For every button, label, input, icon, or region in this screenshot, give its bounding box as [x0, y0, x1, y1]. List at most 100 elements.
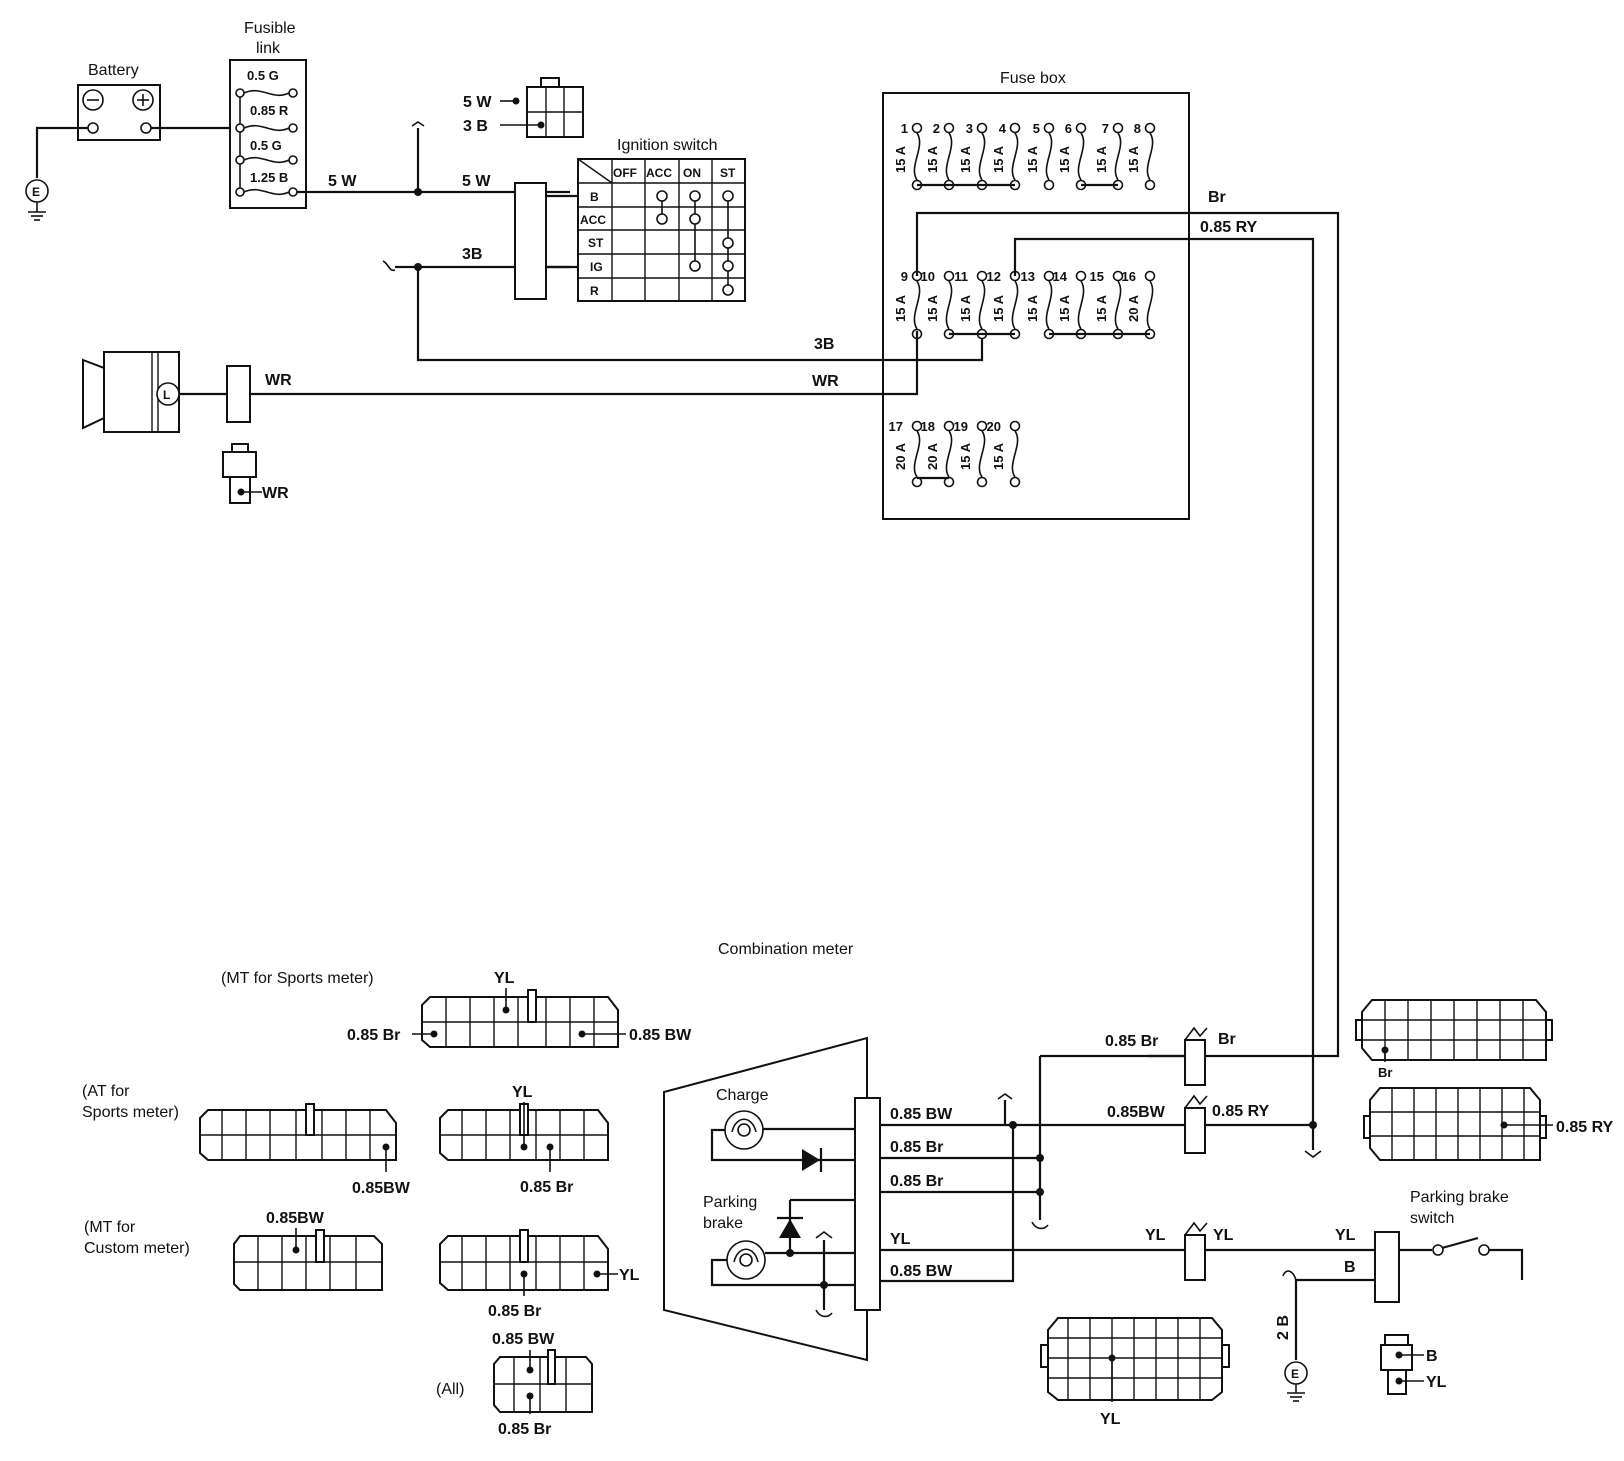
- fuse-number-5: 5: [1033, 121, 1040, 136]
- parking-brake-switch-label: Parking brake: [1410, 1189, 1509, 1206]
- inline-yl-right: YL: [1213, 1227, 1234, 1244]
- fuse-amp-10: 15 A: [925, 294, 940, 322]
- fuse-amp-2: 15 A: [925, 145, 940, 173]
- meter-wire-bw-2: 0.85 BW: [890, 1263, 953, 1280]
- wire-label-3b-b: 3B: [814, 336, 834, 353]
- fuse-number-19: 19: [954, 419, 968, 434]
- fuse-8: 8 15 A: [1126, 121, 1156, 191]
- fuse-box-label: Fuse box: [1000, 70, 1066, 87]
- fuse-number-14: 14: [1053, 269, 1068, 284]
- fuse-amp-5: 15 A: [1025, 145, 1040, 173]
- connector-mt-sports: YL 0.85 Br 0.85 BW: [347, 970, 692, 1048]
- fuse-amp-20: 15 A: [991, 442, 1006, 470]
- fuse-10: 10 15 A: [921, 269, 955, 340]
- fuse-amp-6: 15 A: [1057, 145, 1072, 173]
- fuse-number-13: 13: [1021, 269, 1035, 284]
- conn-right-mid-ry: 0.85 RY: [1556, 1119, 1614, 1136]
- charge-lamp-icon: [724, 1110, 764, 1150]
- battery-label: Battery: [88, 62, 139, 79]
- variant-mt-sports-label: (MT for Sports meter): [221, 970, 374, 987]
- ign-row-st: ST: [588, 236, 604, 250]
- wire-label-3b-a: 3B: [462, 246, 482, 263]
- fuse-9: 9 15 A: [893, 269, 923, 340]
- inline-bw-left: 0.85BW: [1107, 1104, 1166, 1121]
- fuse-number-1: 1: [901, 121, 908, 136]
- all-br: 0.85 Br: [498, 1421, 551, 1438]
- inline-br-right: Br: [1218, 1031, 1236, 1048]
- fuse-number-3: 3: [966, 121, 973, 136]
- mt-custom-bw: 0.85BW: [266, 1210, 325, 1227]
- fusible-link-rating-1: 0.5 G: [247, 68, 279, 83]
- ignition-switch-label: Ignition switch: [617, 137, 718, 154]
- conn-label-5w: 5 W: [463, 94, 492, 111]
- meter-wire-br-1: 0.85 Br: [890, 1139, 943, 1156]
- battery-ground-icon: E: [25, 179, 49, 221]
- wire-label-wr-b: WR: [812, 373, 839, 390]
- meter-wire-yl: YL: [890, 1231, 911, 1248]
- fuse-4: 4 15 A: [991, 121, 1021, 191]
- fuse-number-20: 20: [987, 419, 1001, 434]
- fuse-amp-12: 15 A: [991, 294, 1006, 322]
- fuse-1: 1 15 A: [893, 121, 923, 191]
- connector-mt-custom-a: 0.85BW: [233, 1210, 383, 1291]
- conn-bottom-center-yl: YL: [1100, 1411, 1121, 1428]
- fuse-12: 12 15 A: [987, 269, 1021, 340]
- fuse-amp-16: 20 A: [1126, 294, 1141, 322]
- wire-label-ry-top: 0.85 RY: [1200, 219, 1258, 236]
- fuse-number-8: 8: [1134, 121, 1141, 136]
- parking-brake-diode-icon: [777, 1216, 803, 1238]
- ign-row-ig: IG: [590, 260, 603, 274]
- combination-meter-connector: [854, 1097, 881, 1311]
- mt-sports-br: 0.85 Br: [347, 1027, 400, 1044]
- charge-diode-icon: [802, 1148, 823, 1172]
- connector-all: 0.85 BW 0.85 Br: [492, 1331, 593, 1438]
- fuse-amp-3: 15 A: [958, 145, 973, 173]
- combination-meter-label: Combination meter: [718, 941, 854, 958]
- wire-label-5w-b: 5 W: [462, 173, 491, 190]
- wire-label-yl-switch: YL: [1335, 1227, 1356, 1244]
- switch-conn-b: B: [1426, 1348, 1438, 1365]
- inline-yl-left: YL: [1145, 1227, 1166, 1244]
- wire-label-b-switch: B: [1344, 1259, 1356, 1276]
- svg-text:L: L: [163, 388, 170, 402]
- conn-right-top-br: Br: [1378, 1065, 1392, 1080]
- combination-meter-outline: [663, 1036, 868, 1362]
- battery: Battery: [77, 62, 161, 141]
- wire-label-br-top: Br: [1208, 189, 1226, 206]
- lamp-unit: L: [82, 351, 251, 433]
- fusible-link-label-2: link: [256, 40, 281, 57]
- fuse-number-6: 6: [1065, 121, 1072, 136]
- fusible-link-rating-3: 0.5 G: [250, 138, 282, 153]
- connector-right-mid: 0.85 RY: [1363, 1087, 1614, 1161]
- fuse-amp-17: 20 A: [893, 442, 908, 470]
- all-bw: 0.85 BW: [492, 1331, 555, 1348]
- inline-connector-yl: YL YL: [1145, 1221, 1234, 1281]
- fusible-link-rating-2: 0.85 R: [250, 103, 289, 118]
- parking-brake-switch-icon: [1399, 1236, 1524, 1280]
- fuse-number-10: 10: [921, 269, 935, 284]
- inline-connector-ry: 0.85BW 0.85 RY: [1107, 1094, 1313, 1154]
- fuse-2: 215 A: [925, 121, 955, 191]
- fuse-amp-1: 15 A: [893, 145, 908, 173]
- fuse-number-9: 9: [901, 269, 908, 284]
- fuse-7: 715 A: [1094, 121, 1124, 191]
- fuse-amp-4: 15 A: [991, 145, 1006, 173]
- fusible-link: Fusible link 0.5 G 0.85 R 0.5 G 1.25 B: [229, 20, 307, 209]
- fuse-number-4: 4: [999, 121, 1007, 136]
- fuse-amp-9: 15 A: [893, 294, 908, 322]
- fuse-number-12: 12: [987, 269, 1001, 284]
- svg-text:E: E: [32, 185, 40, 199]
- fuse-amp-8: 15 A: [1126, 145, 1141, 173]
- ign-col-acc: ACC: [646, 166, 672, 180]
- fusible-link-rating-4: 1.25 B: [250, 170, 288, 185]
